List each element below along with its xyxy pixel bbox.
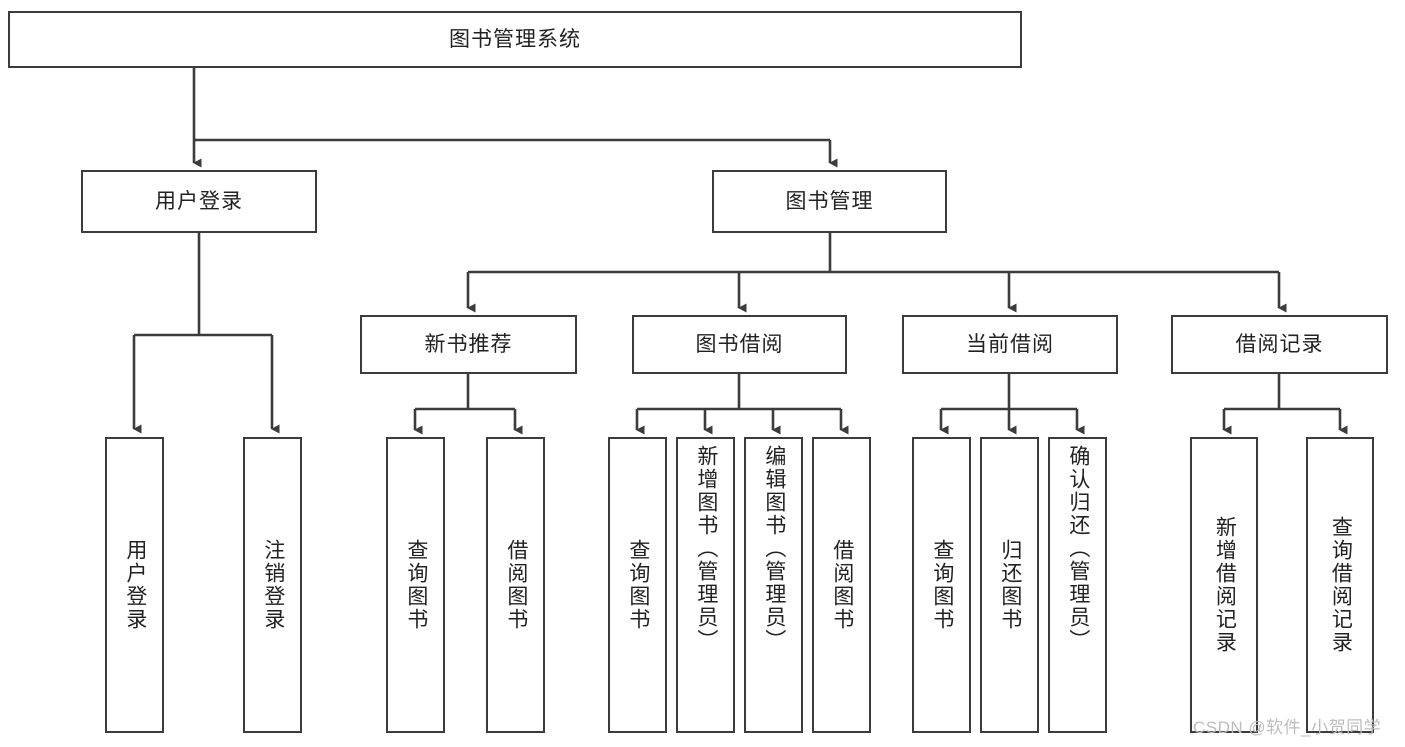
node-label: 查询图书	[404, 539, 428, 631]
node-label: 借阅图书	[504, 539, 528, 631]
node-label: 图书管理系统	[449, 27, 581, 51]
node-label: 图书借阅	[695, 332, 784, 356]
node-label: 新增借阅记录	[1213, 516, 1237, 654]
leaf-current-confirm-return-admin[interactable]: 确认归还（管理员）	[1048, 437, 1107, 733]
node-label: 注销登录	[261, 539, 285, 631]
leaf-borrow-query-book[interactable]: 查询图书	[608, 437, 667, 733]
leaf-recommend-borrow-book[interactable]: 借阅图书	[486, 437, 545, 733]
leaf-record-query-record[interactable]: 查询借阅记录	[1306, 437, 1374, 733]
leaf-current-query-book[interactable]: 查询图书	[912, 437, 971, 733]
node-label: 用户登录	[155, 189, 243, 213]
leaf-user-login-logout[interactable]: 注销登录	[243, 437, 302, 733]
node-root-system[interactable]: 图书管理系统	[8, 11, 1022, 68]
leaf-user-login-login[interactable]: 用户登录	[105, 437, 164, 733]
node-label: 查询图书	[626, 539, 650, 631]
node-label: 确认归还（管理员）	[1066, 445, 1090, 652]
leaf-borrow-borrow-book[interactable]: 借阅图书	[812, 437, 871, 733]
node-label: 借阅图书	[830, 539, 854, 631]
leaf-recommend-query-book[interactable]: 查询图书	[386, 437, 445, 733]
leaf-current-return-book[interactable]: 归还图书	[980, 437, 1039, 733]
node-current-borrow[interactable]: 当前借阅	[902, 315, 1118, 374]
leaf-borrow-add-book-admin[interactable]: 新增图书（管理员）	[676, 437, 735, 733]
node-label: 图书管理	[785, 189, 874, 213]
node-label: 查询图书	[930, 539, 954, 631]
node-book-borrow[interactable]: 图书借阅	[632, 315, 847, 374]
csdn-watermark: CSDN @软件_小贺同学	[1193, 718, 1382, 737]
leaf-record-add-record[interactable]: 新增借阅记录	[1190, 437, 1258, 733]
node-new-book-recommend[interactable]: 新书推荐	[360, 315, 577, 374]
node-user-login[interactable]: 用户登录	[81, 170, 317, 233]
node-borrow-record[interactable]: 借阅记录	[1171, 315, 1388, 374]
node-label: 当前借阅	[966, 332, 1054, 356]
node-label: 查询借阅记录	[1329, 516, 1353, 654]
node-label: 新书推荐	[424, 332, 513, 356]
node-label: 编辑图书（管理员）	[762, 445, 786, 652]
node-label: 归还图书	[998, 539, 1022, 631]
node-label: 借阅记录	[1235, 332, 1324, 356]
node-label: 用户登录	[123, 539, 147, 631]
node-book-management[interactable]: 图书管理	[712, 170, 947, 233]
node-label: 新增图书（管理员）	[694, 445, 718, 652]
leaf-borrow-edit-book-admin[interactable]: 编辑图书（管理员）	[744, 437, 803, 733]
